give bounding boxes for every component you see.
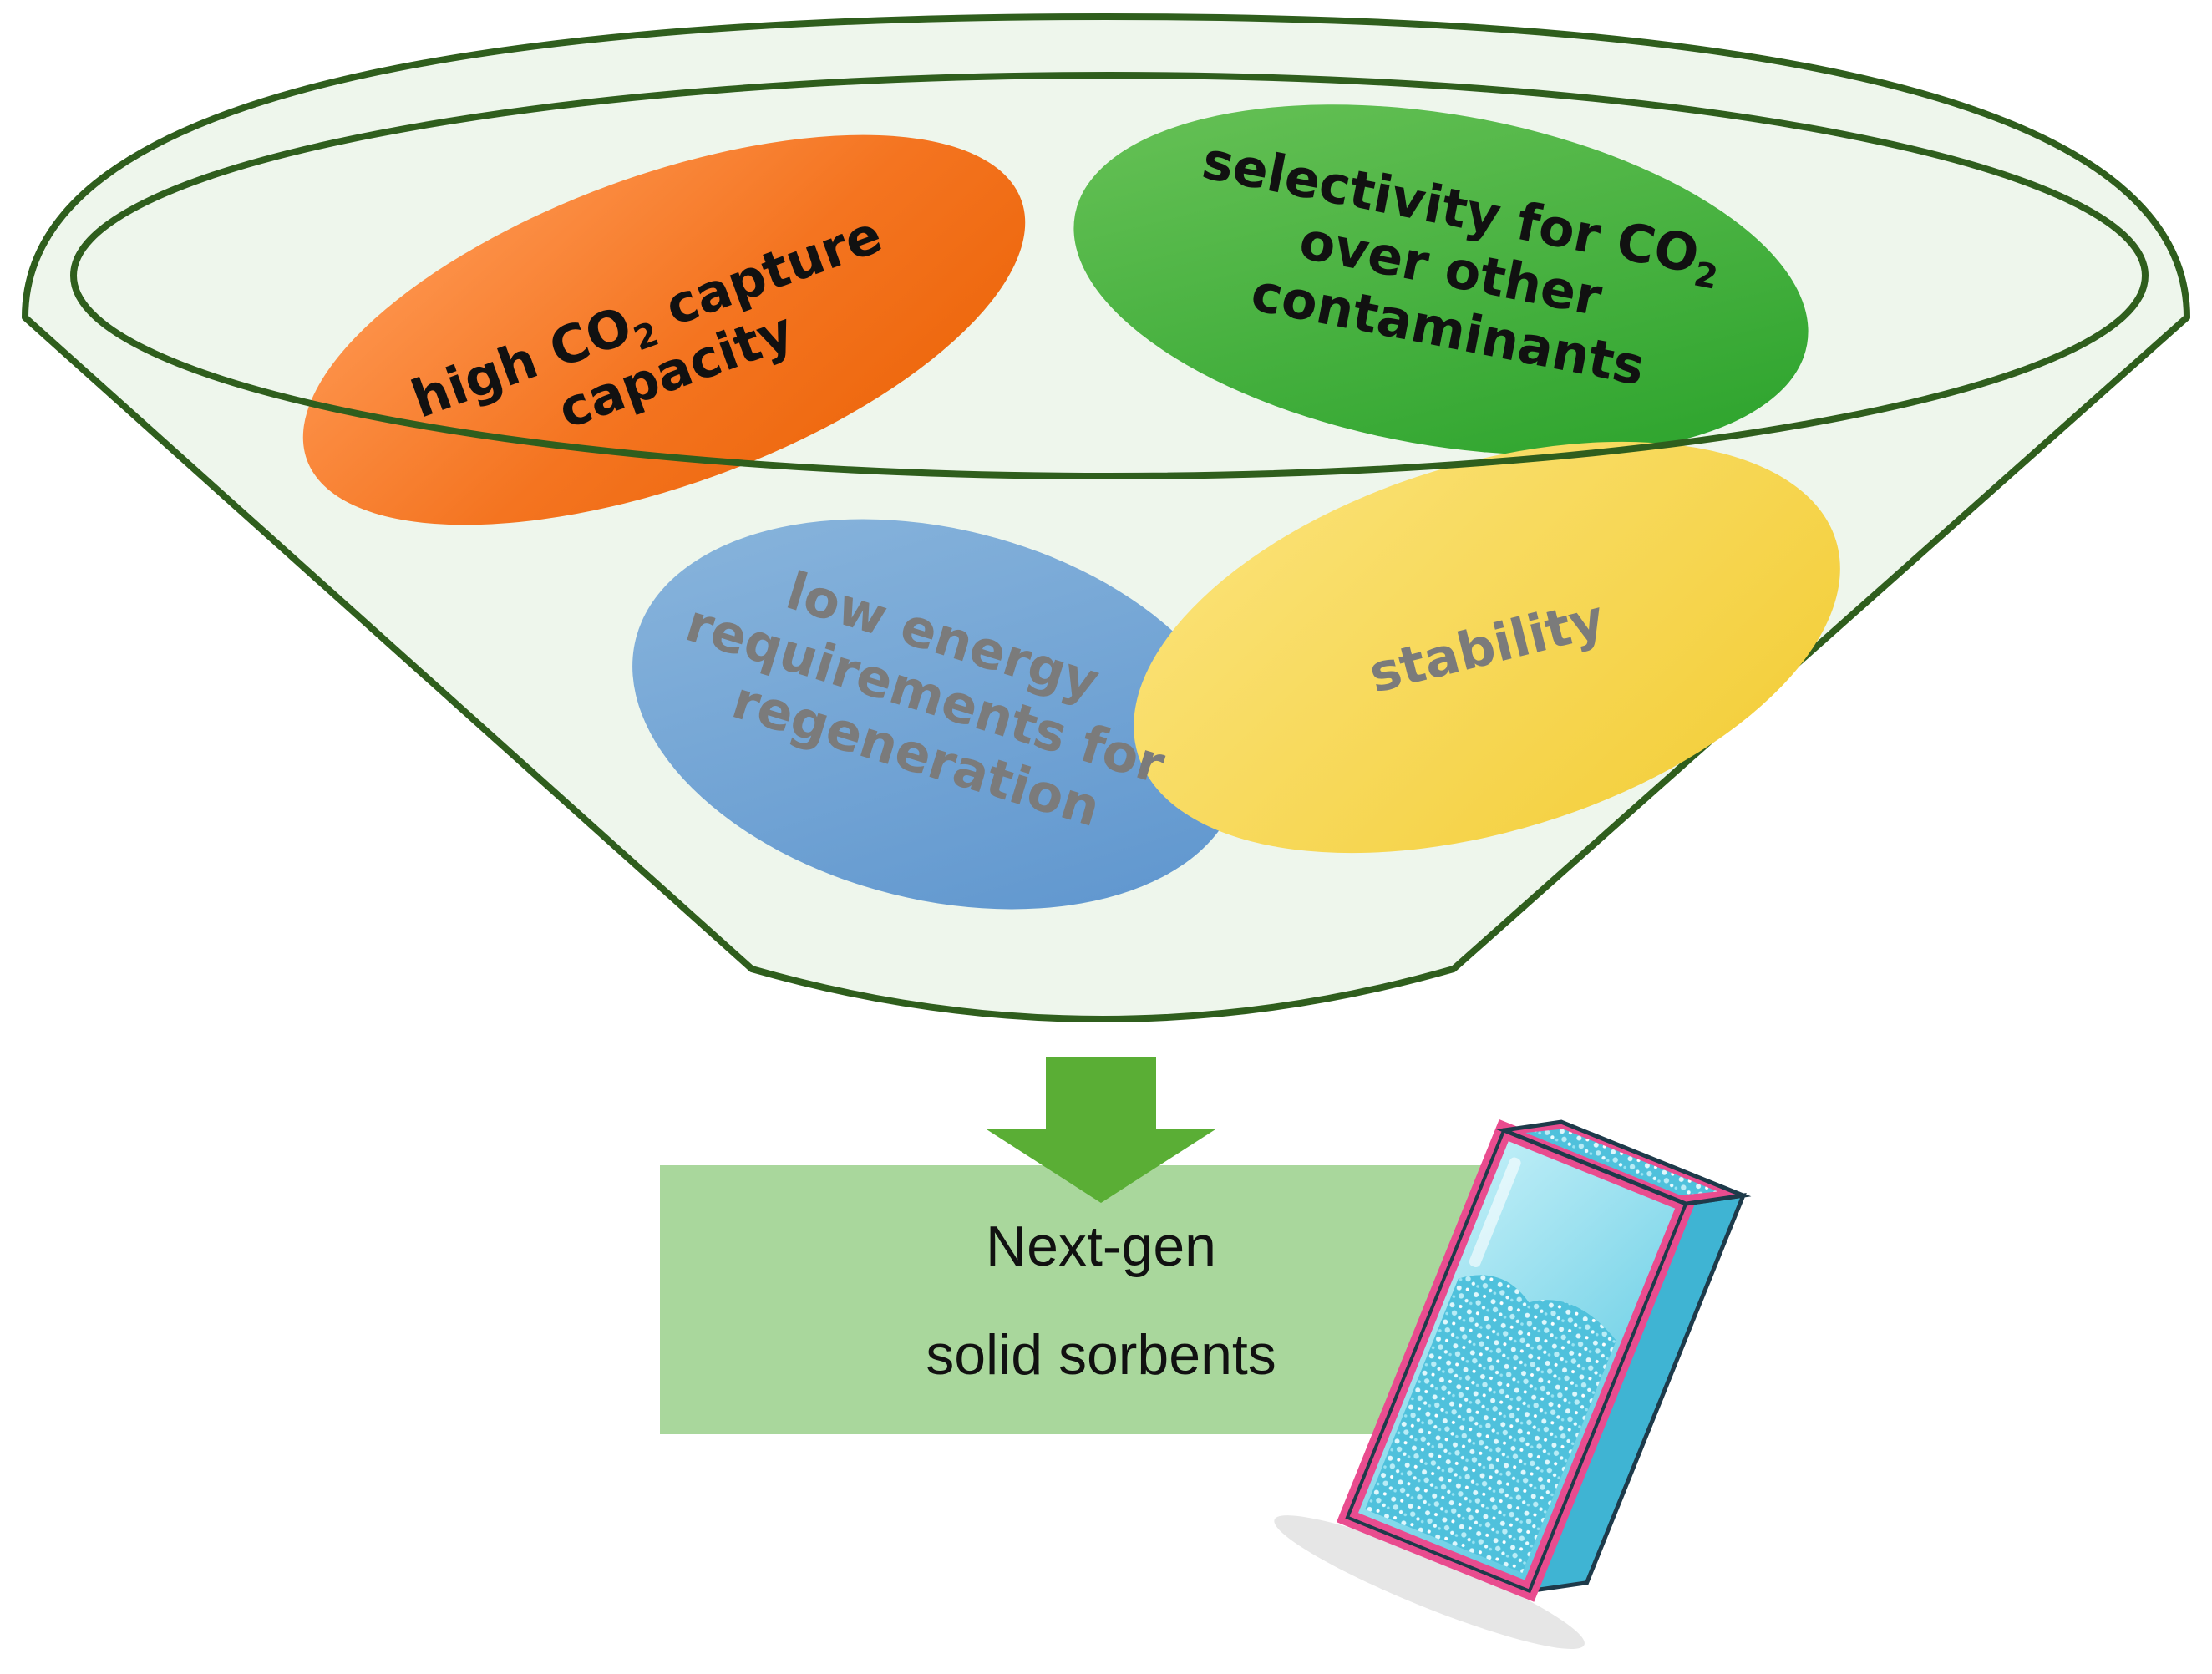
stability-ellipse: [1134, 441, 1840, 854]
output-title: Next-gen: [986, 1215, 1216, 1278]
down-arrow-icon: [987, 1057, 1215, 1203]
capacity-ellipse: [302, 134, 1026, 525]
funnel-rim: [70, 72, 2149, 479]
sorbent-vial-icon: [1274, 1119, 1752, 1649]
selectivity-ellipse: [1073, 104, 1809, 455]
output-subtitle: solid sorbents: [926, 1323, 1276, 1387]
regeneration-ellipse: [632, 519, 1242, 910]
